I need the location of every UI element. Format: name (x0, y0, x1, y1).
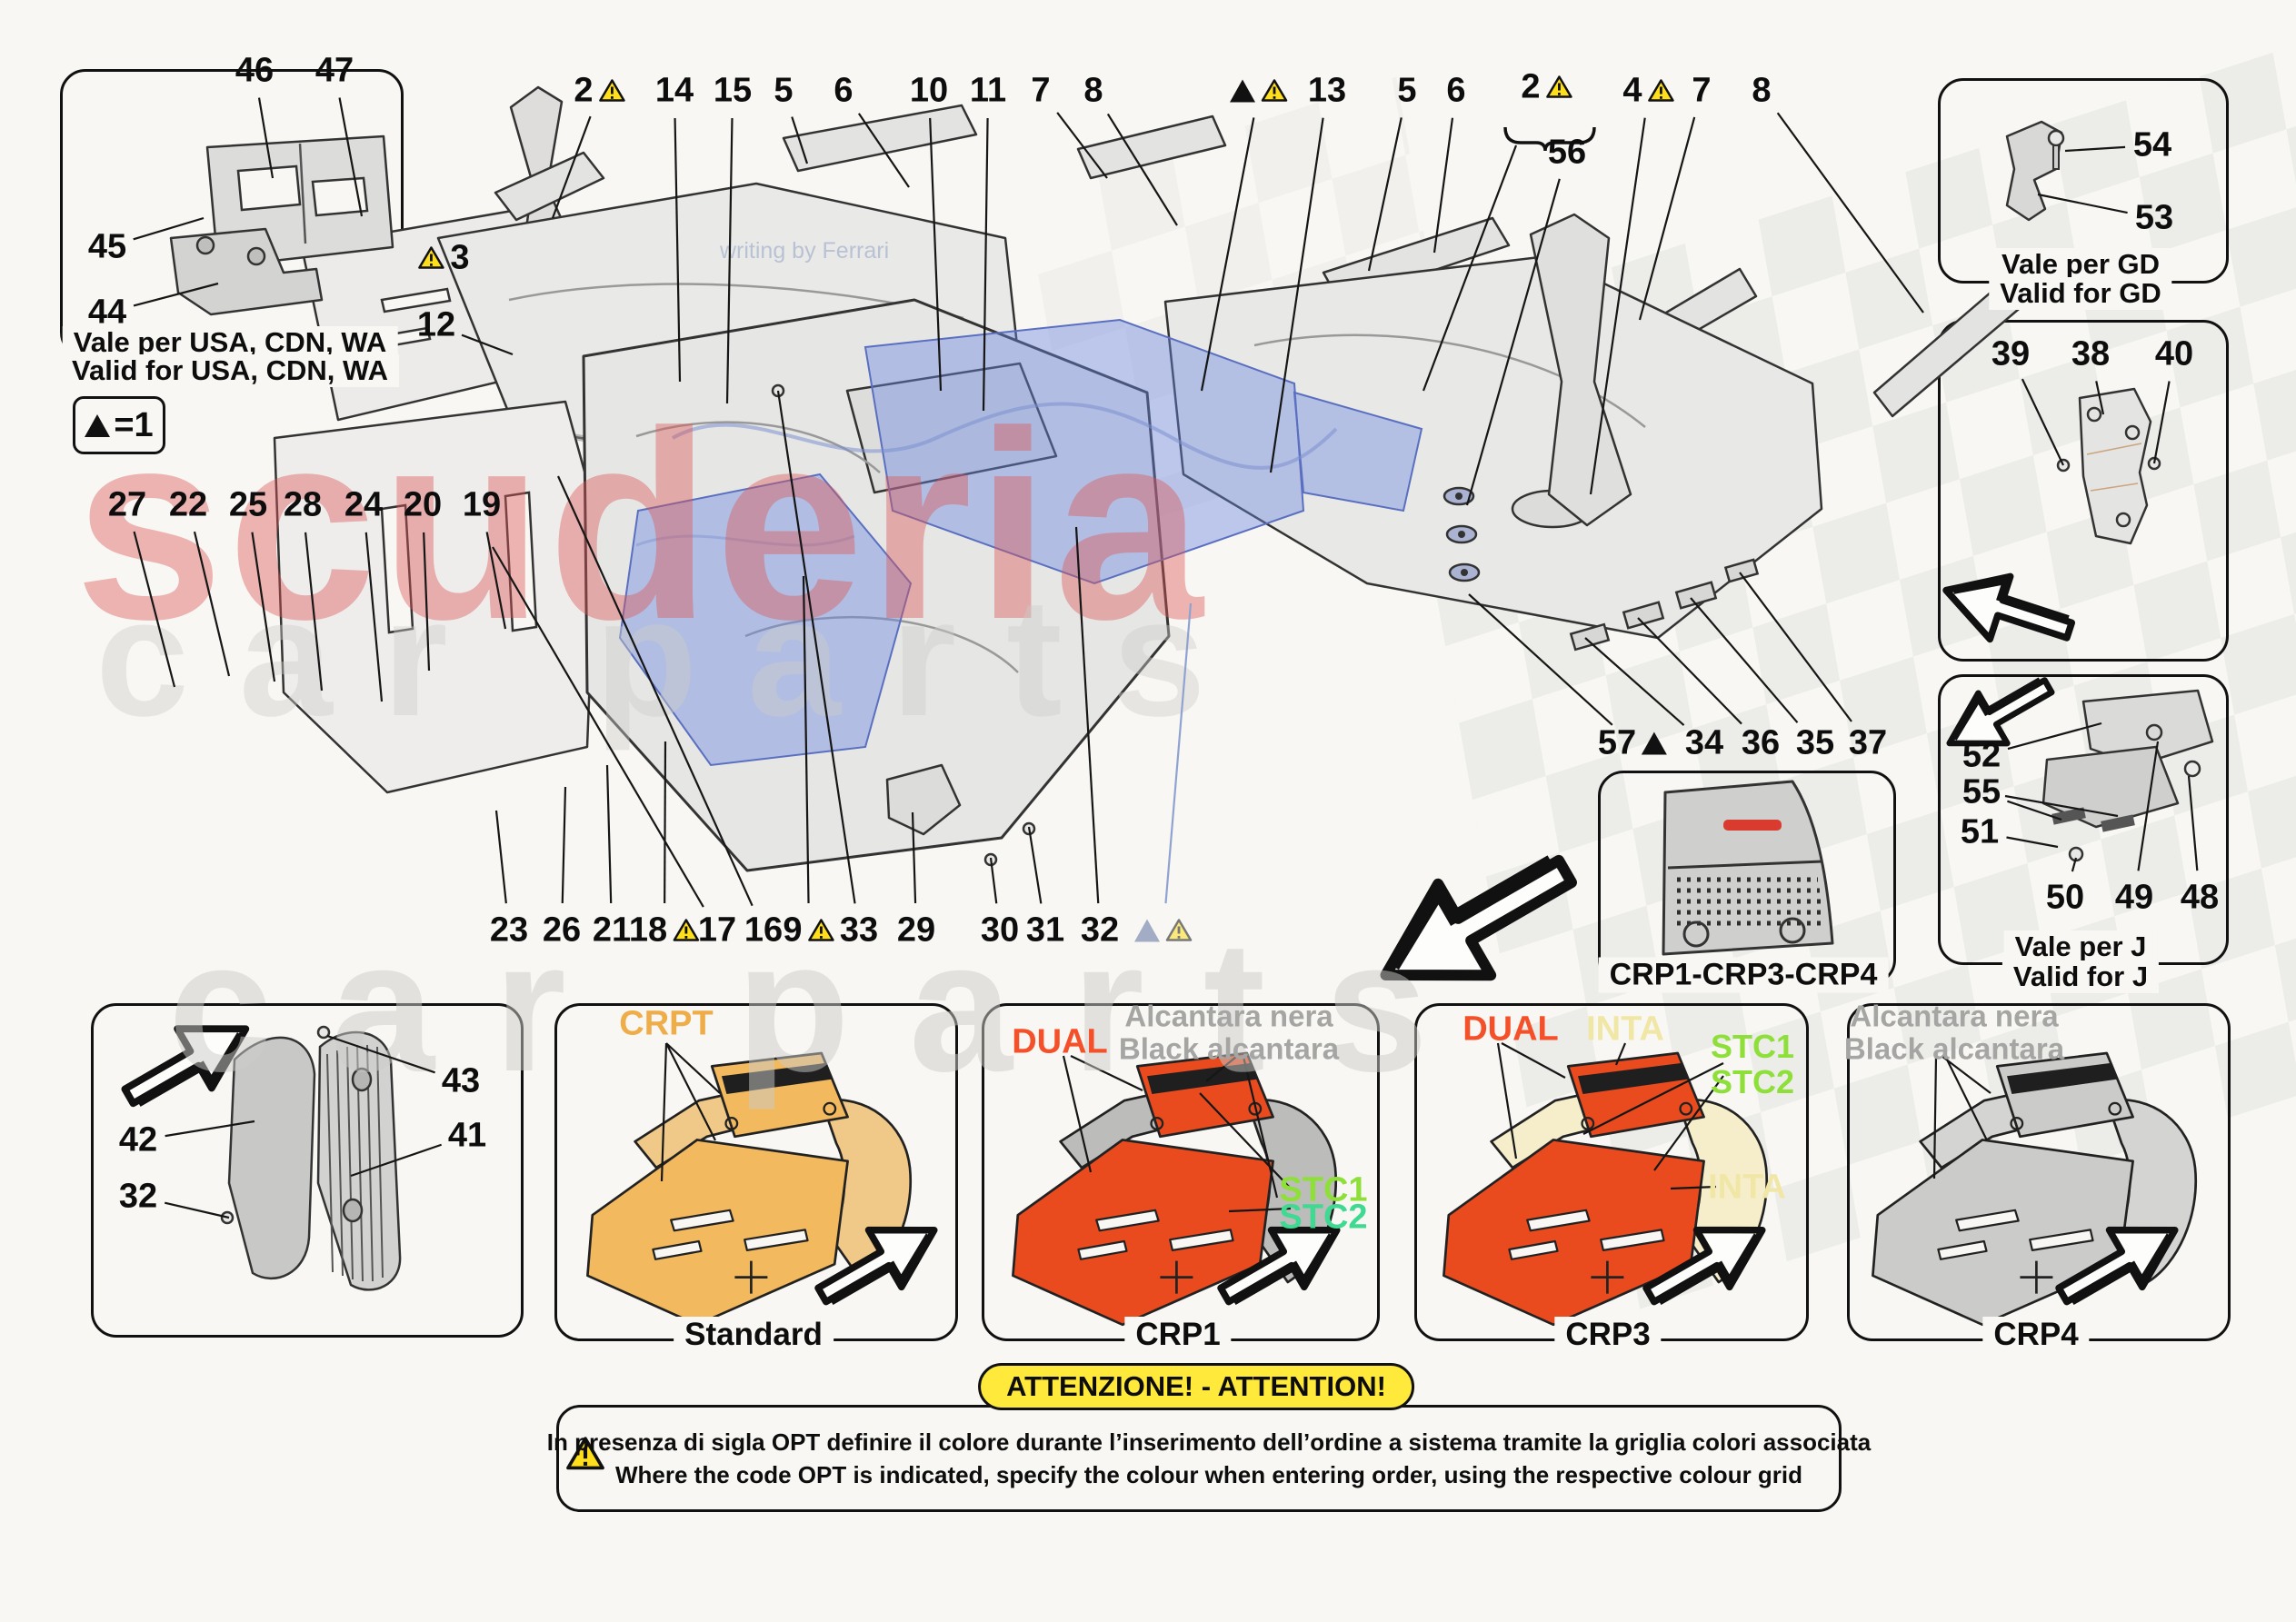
gd-caption-en: Valid for GD (1989, 277, 2172, 310)
attention-text-en: Where the code OPT is indicated, specify… (614, 1461, 1803, 1488)
crp3-caption: CRP3 (1554, 1317, 1662, 1353)
warning-icon (566, 1437, 604, 1470)
filled-triangle-icon (85, 413, 111, 437)
crp1-caption: CRP1 (1124, 1317, 1232, 1353)
usa-caption-en: Valid for USA, CDN, WA (61, 354, 399, 387)
attention-title: ATTENZIONE! - ATTENTION! (978, 1363, 1414, 1410)
footrest-box (91, 1003, 524, 1338)
triangle-legend: =1 (73, 396, 165, 454)
crp4-caption: CRP4 (1982, 1317, 2090, 1353)
gd-caption-it: Vale per GD (1990, 248, 2171, 281)
attention-text-it: In presenza di sigla OPT definire il col… (546, 1428, 1872, 1456)
crp134-caption: CRP1-CRP3-CRP4 (1598, 957, 1889, 993)
j-caption-it: Vale per J (2003, 930, 2158, 963)
usa-caption-it: Vale per USA, CDN, WA (62, 326, 398, 359)
j-caption-en: Valid for J (2002, 960, 2160, 993)
attention-box (556, 1405, 1842, 1512)
standard-caption: Standard (674, 1317, 834, 1353)
faint-watermark-text: writing by Ferrari (720, 238, 890, 264)
legend-text: =1 (114, 405, 154, 444)
